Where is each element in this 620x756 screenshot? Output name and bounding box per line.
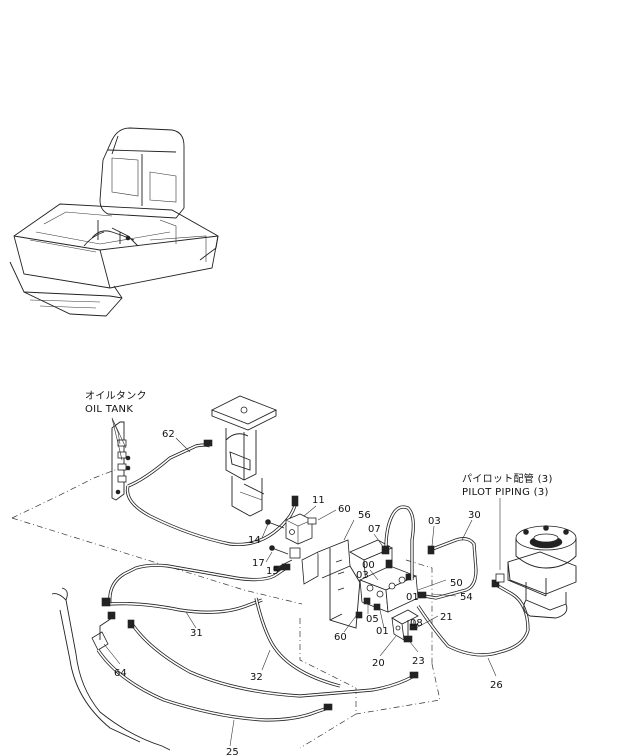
- hose-31: [101, 563, 291, 614]
- part-number-32: 32: [250, 672, 263, 683]
- pilot-piping-label-en: PILOT PIPING (3): [462, 487, 549, 498]
- frame-outline: [51, 587, 171, 751]
- hose-25: [96, 649, 333, 722]
- oil-tank-label-en: OIL TANK: [85, 404, 133, 415]
- block-11: [285, 513, 317, 545]
- part-number-20: 20: [372, 658, 385, 669]
- center-joint-icon: [495, 525, 577, 619]
- bracket-20: [391, 609, 419, 643]
- hose-30: [417, 537, 478, 600]
- hose-07: [381, 505, 415, 580]
- hose-32: [127, 597, 419, 698]
- part-number-30: 30: [468, 510, 481, 521]
- part-number-62: 62: [162, 429, 175, 440]
- part-number-01-lower: 01: [376, 626, 389, 637]
- oil-tank-bracket: [111, 421, 131, 501]
- part-number-17: 17: [252, 558, 265, 569]
- part-number-60: 60: [338, 504, 351, 515]
- part-number-50: 50: [450, 578, 463, 589]
- part-number-56: 56: [358, 510, 371, 521]
- part-number-25: 25: [226, 747, 239, 756]
- part-number-26: 26: [490, 680, 503, 691]
- pilot-piping-label-jp: パイロット配管 (3): [462, 472, 553, 485]
- leader-lines: [103, 417, 501, 747]
- part-number-60-lower: 60: [334, 632, 347, 643]
- part-number-11: 11: [312, 495, 325, 506]
- hose-62: [125, 439, 299, 547]
- oil-tank-label-jp: オイルタンク: [85, 390, 147, 402]
- part-number-21: 21: [440, 612, 453, 623]
- part-number-64: 64: [114, 668, 127, 679]
- part-number-03-lower: 03: [356, 570, 369, 581]
- part-number-15: 15: [266, 566, 279, 577]
- part-number-31: 31: [190, 628, 203, 639]
- fitting-bolts: [265, 519, 301, 572]
- part-number-23: 23: [412, 656, 425, 667]
- hose-26: [416, 579, 530, 657]
- part-number-05: 05: [366, 614, 379, 625]
- part-number-07: 07: [368, 524, 381, 535]
- part-number-01: 01: [406, 592, 419, 603]
- part-number-54: 54: [460, 592, 473, 603]
- part-number-08: 08: [410, 618, 423, 629]
- piping-diagram: [11, 395, 577, 751]
- part-number-03: 03: [428, 516, 441, 527]
- part-number-14: 14: [248, 535, 261, 546]
- fitting-64: [91, 611, 116, 651]
- mount-bracket: [210, 395, 278, 517]
- excavator-overview-icon: [9, 127, 219, 317]
- part-number-00: 00: [362, 560, 375, 571]
- pilot-valve-block-icon: [301, 539, 419, 629]
